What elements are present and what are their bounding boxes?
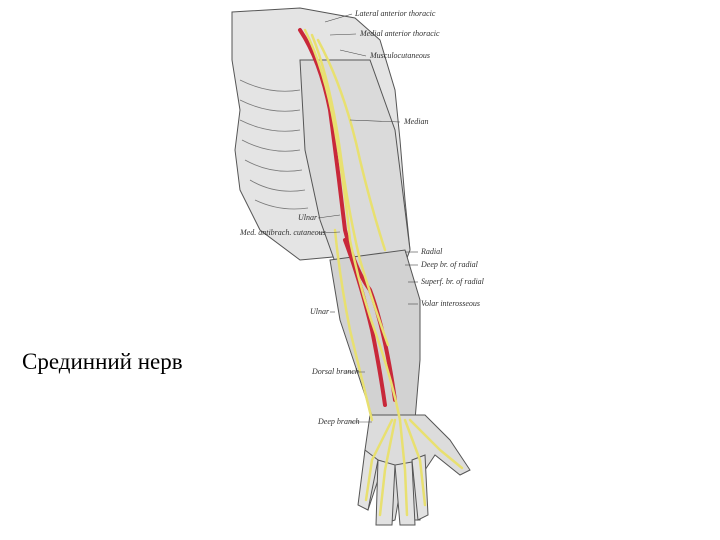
label-lateral-anterior-thoracic: Lateral anterior thoracic (354, 9, 436, 18)
label-med-antibrach-cutaneous: Med. antibrach. cutaneous (239, 228, 326, 237)
label-volar-interosseous: Volar interosseous (421, 299, 480, 308)
label-deep-br-radial: Deep br. of radial (420, 260, 479, 269)
label-musculocutaneous: Musculocutaneous (369, 51, 430, 60)
label-radial: Radial (420, 247, 443, 256)
nerves (303, 28, 464, 517)
leader-lines (317, 13, 418, 423)
slide-title: Срединний нерв (22, 349, 183, 374)
label-median: Median (403, 117, 428, 126)
label-dorsal-branch: Dorsal branch (311, 367, 359, 376)
label-deep-branch: Deep branch (317, 417, 360, 426)
label-ulnar-lower: Ulnar (310, 307, 330, 316)
rib-hatching (239, 79, 309, 210)
label-superf-br-radial: Superf. br. of radial (421, 277, 485, 286)
label-ulnar-upper: Ulnar (298, 213, 318, 222)
label-medial-anterior-thoracic: Medial anterior thoracic (359, 29, 440, 38)
